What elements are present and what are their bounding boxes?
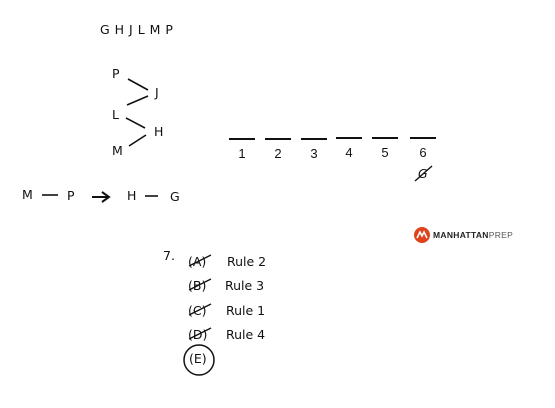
- connector-p-j: [127, 78, 149, 91]
- diagram-letter-l: L: [112, 107, 119, 122]
- diagram-letter-m: M: [112, 143, 123, 158]
- slot-line: [301, 138, 327, 140]
- connector-h-m: [128, 134, 147, 147]
- slot-line: [336, 137, 362, 139]
- slot-4: 4: [336, 137, 362, 160]
- slot-6-mark: G: [418, 166, 428, 181]
- chain-letter-h: H: [127, 188, 137, 203]
- slot-1: 1: [229, 138, 255, 161]
- slot-3: 3: [301, 138, 327, 161]
- slot-number: 5: [381, 145, 389, 160]
- slot-5: 5: [372, 137, 398, 160]
- option-d-label: (D): [188, 327, 208, 342]
- diagram-letter-p: P: [112, 66, 120, 81]
- logo-mark-icon: [414, 227, 430, 243]
- manhattan-prep-logo: MANHATTAN PREP: [414, 227, 513, 243]
- chain-letter-g: G: [170, 189, 180, 204]
- diagram-letter-h: H: [154, 124, 164, 139]
- question-number: 7.: [163, 248, 175, 263]
- chain-letter-p: P: [67, 188, 75, 203]
- arrow-head-icon: [101, 191, 111, 203]
- logo-suffix: PREP: [488, 230, 514, 240]
- slot-6: 6: [410, 137, 436, 160]
- slot-line: [372, 137, 398, 139]
- option-d-note: Rule 4: [226, 327, 266, 342]
- option-b-note: Rule 3: [225, 278, 265, 293]
- letter-set: G H J L M P: [100, 22, 174, 37]
- slot-2: 2: [265, 138, 291, 161]
- chain-letter-m: M: [22, 187, 33, 202]
- connector-l-h: [125, 117, 146, 129]
- option-c-label: (C): [188, 303, 207, 318]
- option-a-note: Rule 2: [227, 254, 267, 269]
- slot-line: [265, 138, 291, 140]
- option-e-label: (E): [189, 351, 207, 366]
- connector-j-l: [126, 95, 149, 106]
- slot-line: [229, 138, 255, 140]
- option-a-label: (A): [188, 254, 207, 269]
- slot-number: 6: [419, 145, 427, 160]
- slot-number: 1: [238, 146, 246, 161]
- diagram-letter-j: J: [155, 85, 159, 100]
- option-c-note: Rule 1: [226, 303, 266, 318]
- logo-brand: MANHATTAN: [433, 230, 489, 240]
- slot-line: [410, 137, 436, 139]
- slot-number: 3: [310, 146, 318, 161]
- slot-number: 4: [345, 145, 353, 160]
- option-b-label: (B): [188, 278, 207, 293]
- slot-number: 2: [274, 146, 282, 161]
